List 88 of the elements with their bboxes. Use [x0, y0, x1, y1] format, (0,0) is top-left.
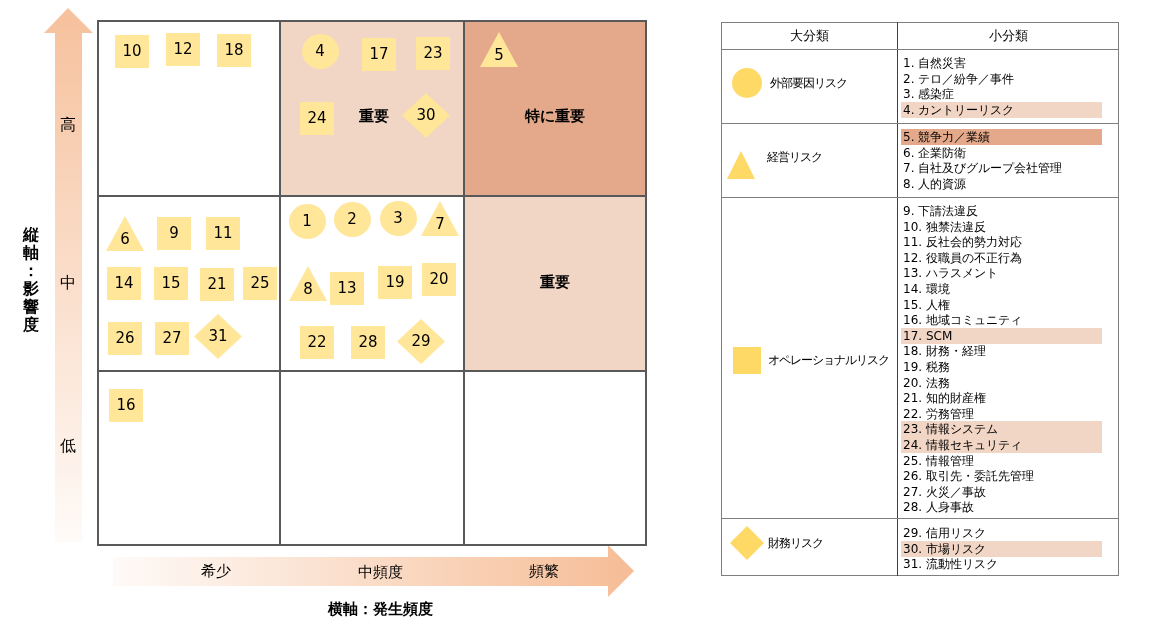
square-marker: 24 [300, 101, 334, 135]
matrix-cell [464, 20, 647, 196]
risk-item: 7. 自社及びグループ会社管理 [902, 160, 1064, 177]
matrix-cell [97, 196, 280, 371]
risk-item: 13. ハラスメント [902, 265, 999, 282]
triangle-marker: 8 [289, 265, 327, 301]
matrix-cell [464, 196, 647, 371]
risk-item: 20. 法務 [902, 374, 951, 391]
risk-item: 10. 独禁法違反 [902, 218, 987, 235]
square-marker: 25 [243, 266, 277, 300]
risk-item: 28. 人身事故 [902, 499, 975, 516]
risk-item: 19. 税務 [902, 359, 951, 375]
legend-label: 経営リスク [767, 149, 822, 165]
diamond-marker: 31 [194, 313, 242, 359]
risk-item: 24. 情報セキュリティ [901, 437, 1102, 453]
matrix-cell [280, 371, 464, 546]
square-marker: 13 [330, 271, 364, 305]
column-header: 小分類 [988, 28, 1028, 44]
risk-item: 22. 労務管理 [902, 405, 975, 422]
square-marker: 23 [416, 36, 450, 70]
axis-level-label: 中 [60, 273, 76, 293]
legend-label: 外部要因リスク [770, 75, 847, 91]
triangle-marker: 7 [421, 200, 459, 236]
risk-item: 27. 火災／事故 [902, 483, 987, 500]
legend-label: 財務リスク [768, 535, 823, 551]
risk-item: 5. 競争力／業績 [901, 129, 1102, 145]
triangle-marker: 6 [106, 215, 144, 251]
square-marker: 16 [109, 388, 143, 422]
axis-level-label: 低 [60, 436, 76, 456]
axis-level-label: 希少 [201, 563, 231, 581]
axis-level-label: 高 [60, 115, 76, 135]
risk-item: 25. 情報管理 [902, 452, 975, 469]
square-marker: 11 [206, 216, 240, 250]
diamond-marker: 30 [402, 92, 450, 138]
risk-item: 6. 企業防衛 [902, 144, 968, 161]
cell-label: 特に重要 [525, 107, 585, 125]
risk-item: 21. 知的財産権 [902, 390, 987, 407]
axis-title: 横軸：発生頻度 [327, 601, 433, 619]
risk-item: 29. 信用リスク [902, 525, 987, 541]
triangle-marker: 5 [480, 31, 518, 67]
square-marker: 26 [108, 321, 142, 355]
matrix-cell [464, 371, 647, 546]
circle-marker: 4 [301, 33, 339, 69]
square-marker: 28 [351, 325, 385, 359]
risk-item: 26. 取引先・委託先管理 [902, 468, 1035, 485]
risk-item: 18. 財務・経理 [902, 343, 987, 360]
square-marker: 20 [422, 262, 456, 296]
matrix-cell [280, 196, 464, 371]
square-marker: 21 [200, 267, 234, 301]
axis-level-label: 中頻度 [357, 564, 403, 582]
diamond-marker: 29 [397, 318, 445, 364]
risk-item: 31. 流動性リスク [902, 556, 999, 573]
square-marker: 12 [166, 32, 200, 66]
risk-item: 9. 下請法違反 [902, 203, 980, 219]
circle-marker: 3 [379, 200, 417, 236]
square-marker: 27 [155, 321, 189, 355]
risk-item: 23. 情報システム [901, 421, 1102, 438]
square-marker: 18 [217, 33, 251, 67]
axis-level-label: 頻繁 [529, 563, 559, 581]
risk-item: 1. 自然災害 [902, 55, 968, 71]
square-marker: 22 [300, 325, 334, 359]
square-marker: 10 [115, 34, 149, 68]
matrix-cell [97, 20, 280, 196]
risk-item: 17. SCM [901, 327, 1102, 344]
circle-marker: 2 [333, 201, 371, 237]
risk-item: 3. 感染症 [902, 86, 956, 103]
square-marker: 15 [154, 266, 188, 300]
risk-item: 11. 反社会的勢力対応 [902, 234, 1023, 251]
risk-item: 12. 役職員の不正行為 [902, 249, 1023, 266]
cell-label: 重要 [359, 107, 389, 125]
axis-title: 縦軸：影響度 [22, 226, 40, 334]
risk-item: 4. カントリーリスク [901, 101, 1102, 118]
risk-item: 8. 人的資源 [902, 175, 968, 192]
risk-item: 14. 環境 [902, 281, 951, 297]
square-marker: 17 [362, 37, 396, 71]
risk-item: 30. 市場リスク [901, 540, 1102, 557]
square-marker: 19 [378, 265, 412, 299]
risk-item: 15. 人権 [902, 296, 951, 313]
circle-marker: 1 [288, 203, 326, 239]
cell-label: 重要 [540, 273, 570, 291]
matrix-cell [97, 371, 280, 546]
matrix-cell [280, 20, 464, 196]
risk-item: 2. テロ／紛争／事件 [902, 70, 1016, 87]
square-marker: 14 [107, 266, 141, 300]
legend-label: オペレーショナルリスク [768, 352, 889, 368]
risk-item: 16. 地域コミュニティ [902, 312, 1023, 329]
column-header: 大分類 [789, 28, 829, 44]
square-marker: 9 [157, 216, 191, 250]
